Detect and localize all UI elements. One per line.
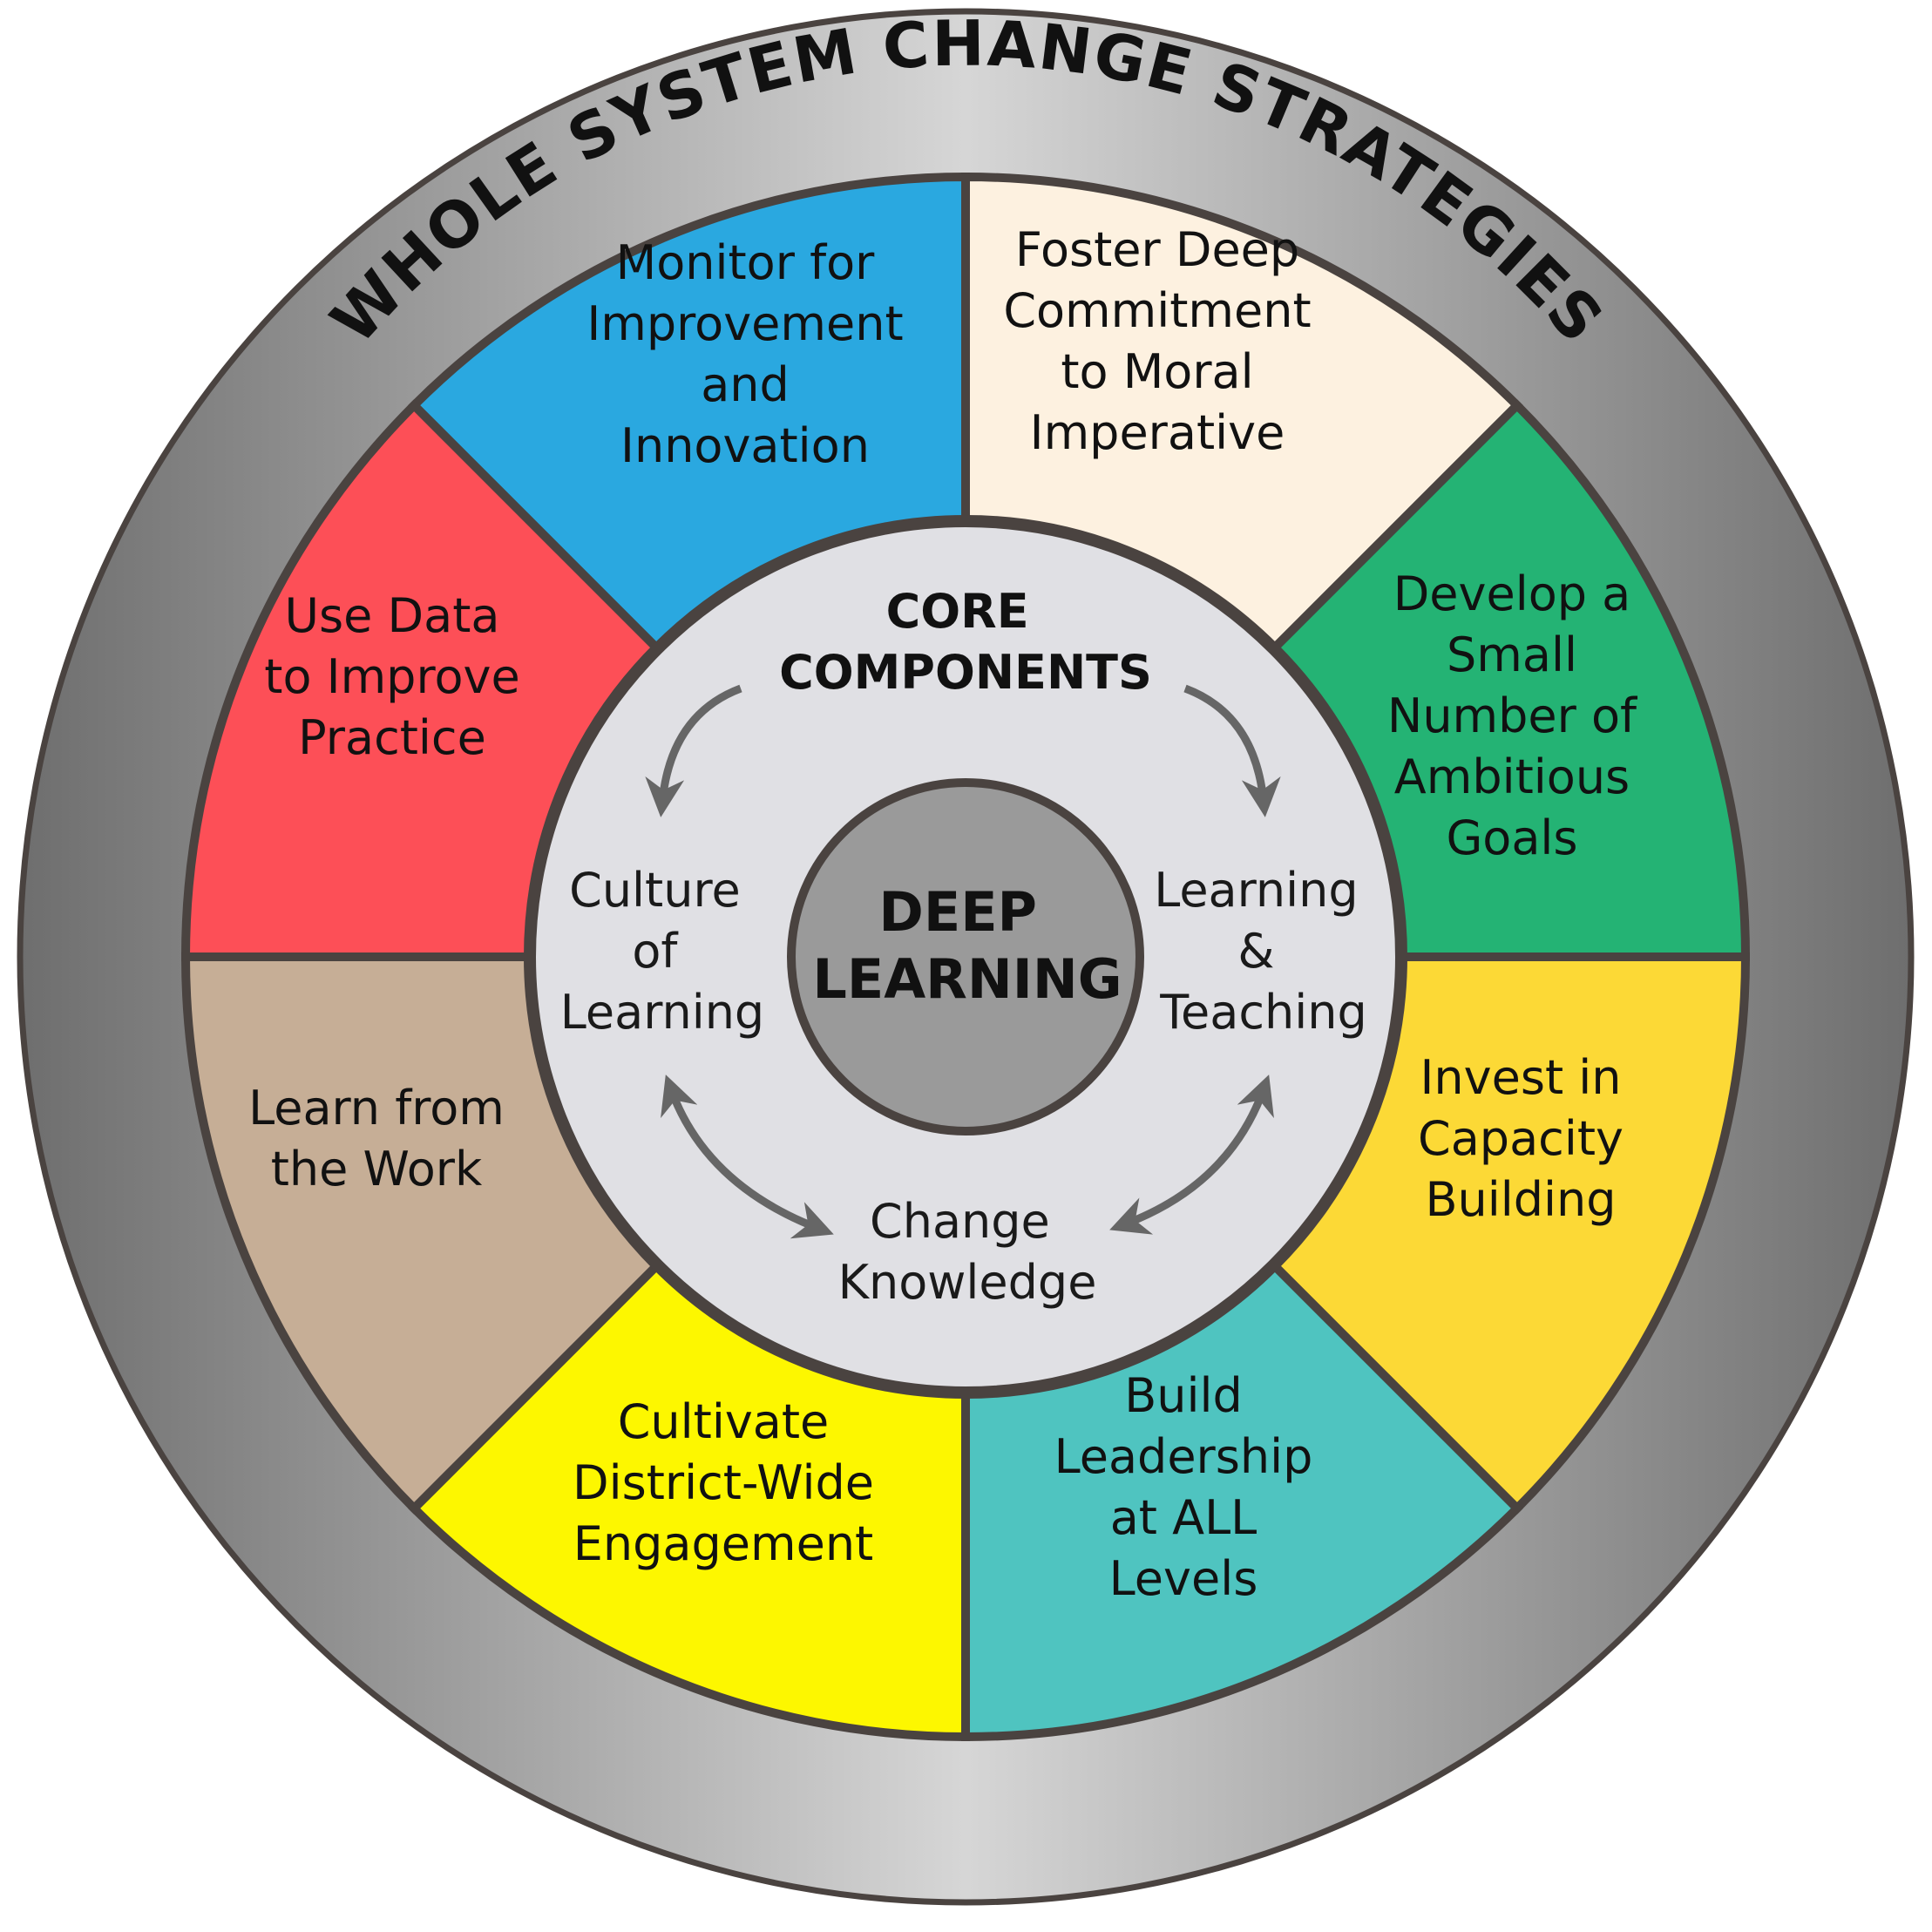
- arrow-title-to-teaching: [1183, 684, 1281, 817]
- core-component-change-knowledge: Change Knowledge: [838, 1194, 1097, 1310]
- core-component-learning-teaching: Learning & Teaching: [1154, 863, 1373, 1040]
- core-components-title: CORE COMPONENTS: [779, 584, 1152, 700]
- arrow-culture-change-knowledge: [661, 1074, 834, 1239]
- deep-learning-center: [787, 778, 1144, 1135]
- strategy-segments: [180, 172, 1751, 1742]
- arrow-title-to-culture: [645, 684, 742, 817]
- arrow-teaching-change-knowledge: [1109, 1074, 1274, 1235]
- deep-learning-title: DEEP LEARNING: [812, 880, 1122, 1011]
- core-component-culture-of-learning: Culture of Learning: [560, 863, 764, 1040]
